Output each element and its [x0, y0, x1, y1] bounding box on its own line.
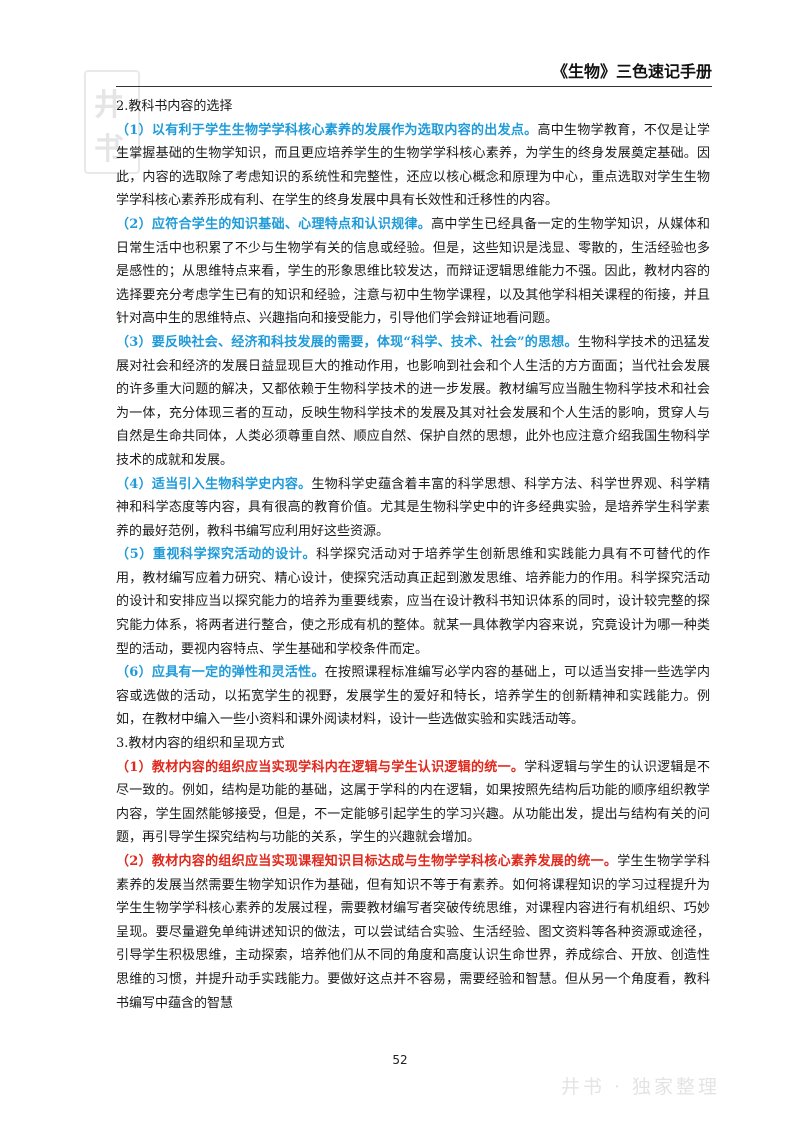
point-body: 学科逻辑与学生的认识逻辑是不尽一致的。例如，结构是功能的基础，这属于学科的内在逻… — [116, 759, 710, 846]
point-body: 科学探究活动对于培养学生创新思维和实践能力具有不可替代的作用，教材编写应着力研究… — [116, 547, 710, 657]
footer-watermark: 井书 · 独家整理 — [560, 1076, 720, 1098]
logo-char-bottom: 书 — [94, 132, 124, 167]
point-heading: （2）应符合学生的知识基础、心理特点和认识规律。 — [116, 216, 432, 232]
point-body: 高中生物学教育，不仅是让学生掌握基础的生物学知识，而且更应培养学生的生物学学科核… — [116, 122, 710, 209]
point-body: 生物科学技术的迅猛发展对社会和经济的发展日益显现巨大的推动作用，也影响到社会和个… — [116, 334, 710, 468]
paragraph-selection-2: （2）应符合学生的知识基础、心理特点和认识规律。高中学生已经具备一定的生物学知识… — [116, 213, 710, 331]
section-heading-organization: 3.教材内容的组织和呈现方式 — [116, 736, 285, 752]
paragraph-organization-2: （2）教材内容的组织应当实现课程知识目标达成与生物学学科核心素养发展的统一。学生… — [116, 850, 710, 1015]
paragraph-selection-5: （5）重视科学探究活动的设计。科学探究活动对于培养学生创新思维和实践能力具有不可… — [116, 543, 710, 661]
point-heading: （6）应具有一定的弹性和灵活性。 — [116, 665, 325, 681]
point-body: 学生生物学学科素养的发展当然需要生物学知识作为基础，但有知识不等于有素养。如何将… — [116, 854, 710, 1011]
header-divider — [116, 86, 712, 87]
point-body: 在按照课程标准编写必学内容的基础上，可以适当安排一些选学内容或选做的活动，以拓宽… — [116, 665, 710, 728]
point-body: 生物科学史蕴含着丰富的科学思想、科学方法、科学世界观、科学精神和科学态度等内容，… — [116, 476, 710, 539]
point-heading: （1）以有利于学生生物学学科核心素养的发展作为选取内容的出发点。 — [116, 122, 538, 138]
point-heading: （3）要反映社会、经济和科技发展的需要，体现“科学、技术、社会”的思想。 — [116, 334, 578, 350]
point-heading: （5）重视科学探究活动的设计。 — [116, 547, 317, 563]
paragraph-selection-4: （4）适当引入生物科学史内容。生物科学史蕴含着丰富的科学思想、科学方法、科学世界… — [116, 473, 710, 544]
point-heading: （2）教材内容的组织应当实现课程知识目标达成与生物学学科核心素养发展的统一。 — [116, 854, 618, 869]
point-heading: （1）教材内容的组织应当实现学科内在逻辑与学生认识逻辑的统一。 — [116, 759, 525, 775]
paragraph-selection-3: （3）要反映社会、经济和科技发展的需要，体现“科学、技术、社会”的思想。生物科学… — [116, 331, 710, 473]
paragraph-selection-1: （1）以有利于学生生物学学科核心素养的发展作为选取内容的出发点。高中生物学教育，… — [116, 119, 710, 213]
page-number: 52 — [392, 1053, 408, 1067]
page-content: 2.教科书内容的选择 （1）以有利于学生生物学学科核心素养的发展作为选取内容的出… — [116, 95, 710, 1015]
paragraph-selection-6: （6）应具有一定的弹性和灵活性。在按照课程标准编写必学内容的基础上，可以适当安排… — [116, 661, 710, 732]
point-body: 高中学生已经具备一定的生物学知识，从媒体和日常生活中也积累了不少与生物学有关的信… — [116, 216, 710, 327]
paragraph-organization-1: （1）教材内容的组织应当实现学科内在逻辑与学生认识逻辑的统一。学科逻辑与学生的认… — [116, 756, 710, 850]
publisher-logo: 井 书 — [84, 70, 140, 174]
header-title: 《生物》三色速记手册 — [551, 62, 712, 81]
section-heading-selection: 2.教科书内容的选择 — [116, 99, 233, 114]
point-heading: （4）适当引入生物科学史内容。 — [116, 476, 312, 492]
logo-char-top: 井 — [94, 88, 124, 123]
